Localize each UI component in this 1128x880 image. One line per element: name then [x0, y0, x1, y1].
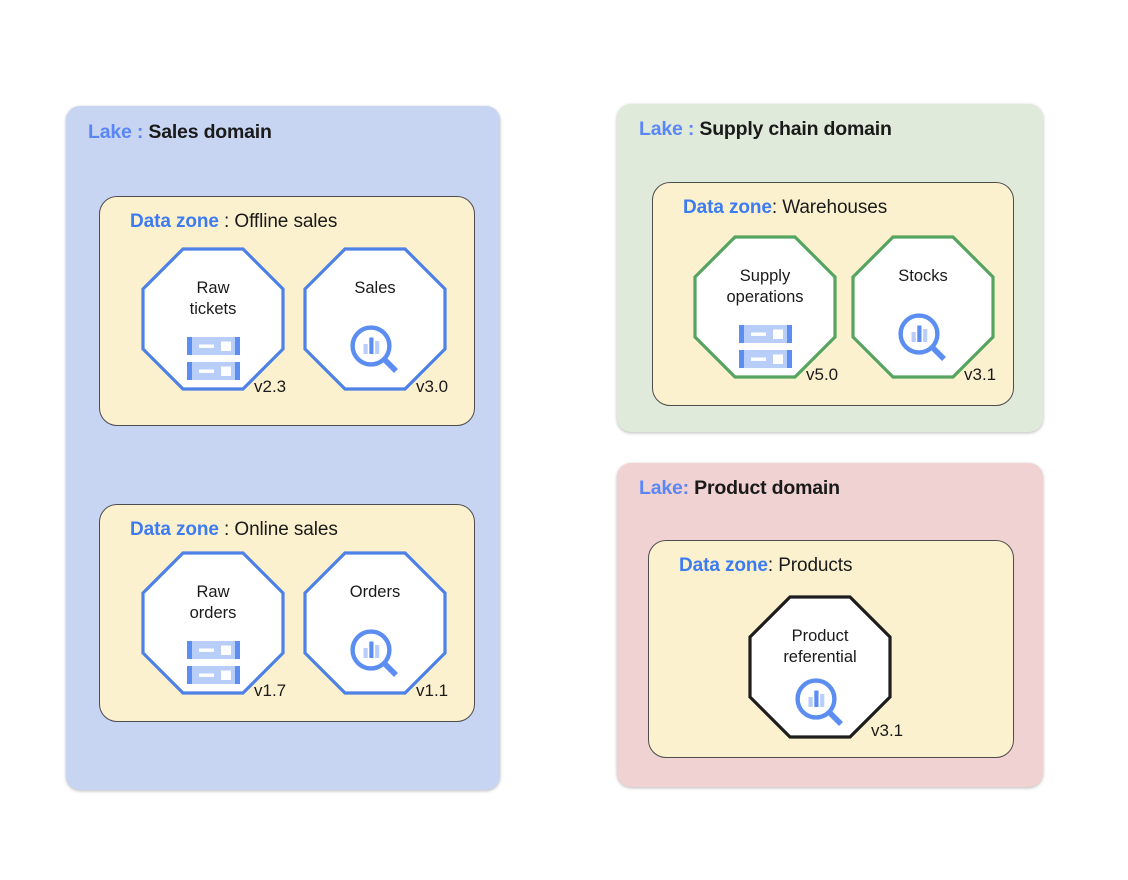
data-zone-separator: :: [218, 519, 235, 540]
octagon-outline: [748, 595, 892, 739]
lake-keyword: Lake: [88, 121, 132, 143]
data-zone-name: Products: [778, 555, 853, 576]
version-badge-raw-orders: v1.7: [254, 681, 287, 700]
lake-name: Supply chain domain: [699, 118, 892, 140]
lake-name: Product domain: [694, 477, 840, 499]
data-product-raw-orders[interactable]: Raw orders v1.7: [141, 551, 286, 700]
data-product-raw-tickets[interactable]: Raw tickets v2.3: [141, 247, 286, 396]
data-zone-keyword: Data zone: [683, 197, 772, 218]
data-product-orders[interactable]: Orders v1.1: [303, 551, 448, 700]
octagon-outline: [141, 247, 285, 391]
version-badge-stocks: v3.1: [964, 365, 997, 384]
version-badge-raw-tickets: v2.3: [254, 377, 287, 396]
version-badge-orders: v1.1: [416, 681, 449, 700]
octagon-outline: [303, 247, 447, 391]
data-zone-name: Online sales: [234, 519, 338, 540]
octagon-outline: [141, 551, 285, 695]
lake-title-sales: Lake : Sales domain: [88, 121, 272, 144]
data-zone-name: Warehouses: [782, 197, 888, 218]
data-product-product-referential[interactable]: Product referential v3.1: [748, 595, 903, 740]
version-badge-supply-operations: v5.0: [806, 365, 839, 384]
data-zone-title-online-sales: Data zone : Online sales: [130, 519, 338, 541]
lake-name: Sales domain: [148, 121, 272, 143]
data-zone-title-warehouses: Data zone: Warehouses: [683, 197, 887, 219]
lake-title-supply-chain: Lake : Supply chain domain: [639, 118, 892, 141]
lake-title-product: Lake: Product domain: [639, 477, 840, 500]
data-zone-separator: :: [218, 211, 235, 232]
lake-separator: :: [131, 121, 149, 143]
data-product-stocks[interactable]: Stocks v3.1: [851, 235, 996, 384]
data-zone-name: Offline sales: [234, 211, 338, 232]
data-zone-keyword: Data zone: [130, 519, 219, 540]
data-product-sales[interactable]: Sales v3.0: [303, 247, 448, 396]
lake-keyword: Lake: [639, 118, 683, 140]
data-zone-separator: :: [767, 555, 779, 576]
data-zone-title-products: Data zone: Products: [679, 555, 852, 577]
data-zone-separator: :: [771, 197, 783, 218]
octagon-outline: [693, 235, 837, 379]
lake-separator: :: [682, 118, 700, 140]
data-zone-title-offline-sales: Data zone : Offline sales: [130, 211, 337, 233]
version-badge-sales: v3.0: [416, 377, 449, 396]
data-product-supply-operations[interactable]: Supply operations v5.0: [693, 235, 838, 384]
version-badge-product-referential: v3.1: [871, 721, 904, 740]
data-zone-keyword: Data zone: [679, 555, 768, 576]
octagon-outline: [303, 551, 447, 695]
octagon-outline: [851, 235, 995, 379]
lake-keyword: Lake:: [639, 477, 689, 499]
data-zone-keyword: Data zone: [130, 211, 219, 232]
